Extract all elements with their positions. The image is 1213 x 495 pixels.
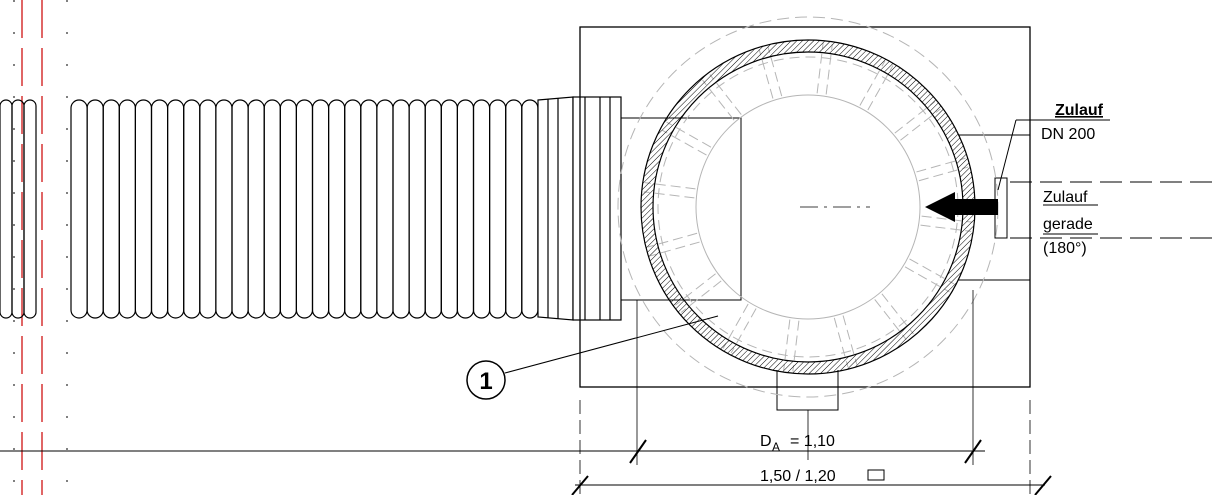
- square-symbol-icon: [867, 469, 885, 481]
- corrugated-pipe: [70, 99, 539, 319]
- inlet-axis-lines: [1010, 181, 1213, 239]
- hidden-spoke: [816, 42, 824, 94]
- pipe-rib: [295, 99, 314, 319]
- hidden-spoke: [650, 241, 700, 257]
- pipe-socket: [537, 96, 622, 321]
- pipe-rib: [392, 99, 410, 319]
- hidden-spoke: [900, 108, 941, 141]
- hidden-spoke: [680, 280, 722, 313]
- break-lines-red: [21, 0, 43, 495]
- pipe-rib: [424, 99, 442, 319]
- inlet-kind-line3: (180°): [1043, 240, 1087, 257]
- hidden-spoke: [874, 299, 907, 340]
- pipe-rib: [167, 99, 185, 319]
- hidden-spoke: [661, 129, 707, 156]
- inlet-leader: [997, 119, 1110, 235]
- hidden-spoke: [709, 74, 742, 115]
- inlet-arrow-icon: [925, 192, 998, 222]
- hidden-spoke: [644, 182, 696, 190]
- hidden-spoke: [647, 232, 698, 248]
- pipe-rib: [150, 99, 169, 319]
- hidden-spoke: [859, 60, 886, 106]
- pipe-rib: [521, 99, 539, 319]
- hidden-spoke: [894, 101, 936, 134]
- dimension-diameter: [0, 439, 985, 464]
- inlet-title: Zulauf: [1055, 102, 1104, 119]
- pipe-rib: [489, 99, 507, 319]
- dim-diameter-value: = 1,10: [790, 433, 835, 450]
- pipe-rib: [23, 99, 37, 319]
- square-base-plate: [579, 26, 1031, 388]
- hidden-spoke: [921, 215, 973, 223]
- pipe-rib: [456, 99, 475, 319]
- pipe-rib: [247, 99, 265, 319]
- callout-1: 1: [466, 315, 719, 400]
- hidden-spoke: [675, 273, 716, 306]
- inlet-kind-line1: Zulauf: [1043, 189, 1088, 206]
- pipe-rib: [183, 99, 201, 319]
- hidden-spoke: [643, 191, 695, 199]
- pipe-rib: [376, 99, 394, 319]
- pipe-rib: [360, 99, 378, 319]
- pipe-rib: [440, 99, 458, 319]
- dim-diameter-symbol: D: [760, 433, 772, 450]
- pipe-rib: [199, 99, 217, 319]
- hidden-spoke: [920, 224, 972, 232]
- hidden-spoke: [730, 308, 757, 354]
- bottom-pipe-stub: [776, 370, 839, 411]
- outlet-pipe-stub: [620, 117, 742, 301]
- pipe-rib: [231, 99, 249, 319]
- hidden-spoke: [825, 43, 833, 95]
- pipe-rib: [102, 99, 120, 319]
- pipe-rib: [328, 99, 346, 319]
- pipe-rib: [86, 99, 104, 319]
- hidden-spoke: [918, 166, 969, 182]
- pipe-rib: [0, 99, 13, 319]
- pipe-rib: [279, 99, 297, 319]
- hidden-spoke: [767, 46, 783, 97]
- inlet-kind-line2: gerade: [1043, 216, 1093, 233]
- hidden-spoke: [792, 320, 800, 372]
- inlet-dn: DN 200: [1041, 126, 1095, 143]
- pipe-rib: [215, 99, 233, 319]
- pipe-rib: [505, 99, 523, 319]
- pipe-rib: [134, 99, 153, 319]
- hidden-spoke: [666, 121, 712, 148]
- hidden-spoke: [833, 317, 849, 368]
- hidden-spoke: [881, 293, 914, 335]
- hidden-spoke: [867, 65, 894, 111]
- pipe-rib: [263, 99, 281, 319]
- pipe-rib: [118, 99, 136, 319]
- pipe-rib: [311, 99, 330, 319]
- pipe-rib: [408, 99, 426, 319]
- dim-diameter-subscript: A: [772, 440, 780, 454]
- hidden-spoke: [916, 157, 966, 173]
- dim-overall-value: 1,50 / 1,20: [760, 468, 836, 485]
- hidden-spoke: [758, 49, 774, 99]
- pipe-rib: [472, 99, 491, 319]
- hidden-spoke: [842, 315, 858, 365]
- extension-lines: [579, 290, 1031, 495]
- hidden-spoke: [783, 319, 791, 371]
- hidden-spoke: [909, 258, 955, 285]
- corrugated-pipe-left-stub: [0, 99, 37, 319]
- hidden-spoke: [904, 266, 950, 293]
- hidden-spoke: [722, 303, 749, 349]
- dimension-overall: [571, 475, 1052, 495]
- callout-number: 1: [479, 368, 492, 395]
- pipe-rib: [344, 99, 362, 319]
- hidden-spoke: [702, 79, 735, 121]
- pipe-rib: [70, 99, 88, 319]
